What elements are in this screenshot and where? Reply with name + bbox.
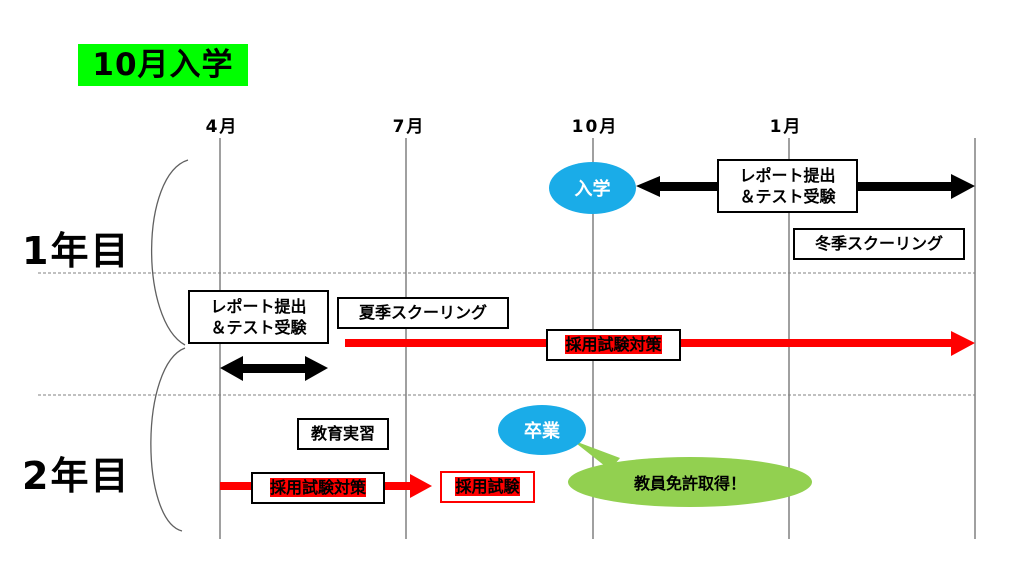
- report-line-2: ＆テスト受験: [210, 318, 307, 337]
- bracket-year2: [150, 347, 186, 532]
- employment-exam-box: 採用試験: [440, 471, 535, 503]
- exam-prep-label-y1: 採用試験対策: [565, 335, 662, 354]
- exam-prep-box-y1: 採用試験対策: [546, 329, 681, 361]
- report-line-1: レポート提出: [739, 166, 836, 185]
- exam-prep-label-y2: 採用試験対策: [269, 478, 366, 497]
- graduation-label: 卒業: [524, 421, 560, 442]
- license-label: 教員免許取得！: [633, 474, 746, 493]
- employment-exam-label: 採用試験: [455, 477, 520, 496]
- enrollment-circle: 入学: [549, 162, 636, 214]
- exam-prep-box-y2: 採用試験対策: [251, 472, 385, 504]
- year-label-1: 1年目: [22, 229, 131, 273]
- speech-bubble-license: [568, 440, 812, 507]
- bracket-year1: [150, 159, 189, 346]
- teaching-practice-label: 教育実習: [310, 424, 375, 443]
- month-label-apr: 4月: [205, 117, 239, 137]
- report-line-1: レポート提出: [210, 297, 307, 316]
- report-line-2: ＆テスト受験: [739, 187, 836, 206]
- double-arrow-report-y2: [220, 356, 328, 381]
- graduation-circle: 卒業: [498, 405, 586, 455]
- winter-schooling-label: 冬季スクーリング: [814, 234, 943, 253]
- month-label-jan: 1月: [769, 117, 803, 137]
- report-test-box-y1: レポート提出 ＆テスト受験: [717, 159, 858, 213]
- enrollment-label: 入学: [574, 179, 611, 200]
- month-label-oct: 10月: [571, 117, 619, 137]
- month-label-jul: 7月: [392, 117, 426, 137]
- summer-schooling-label: 夏季スクーリング: [358, 303, 487, 322]
- summer-schooling-box: 夏季スクーリング: [337, 297, 509, 329]
- page-title: 10月入学: [78, 44, 248, 86]
- winter-schooling-box: 冬季スクーリング: [793, 228, 965, 260]
- teaching-practice-box: 教育実習: [297, 418, 389, 450]
- report-test-box-y2: レポート提出 ＆テスト受験: [188, 290, 329, 344]
- year-label-2: 2年目: [22, 454, 131, 498]
